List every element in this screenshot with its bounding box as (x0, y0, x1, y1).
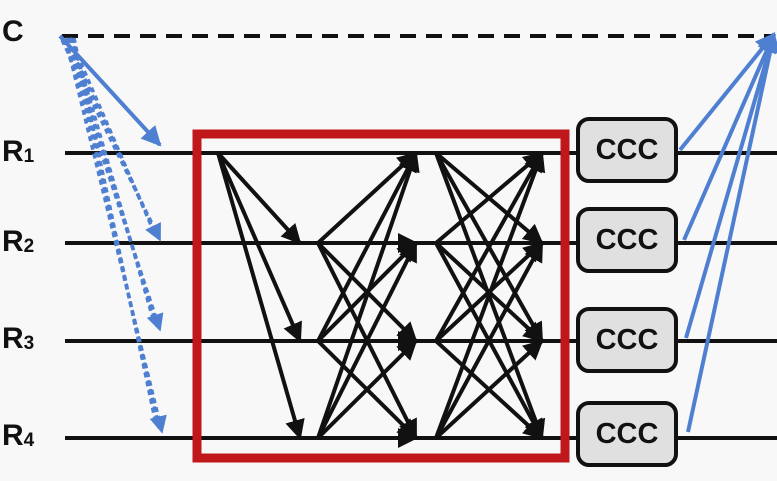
arrow-stage2-r4-to-r2 (316, 241, 418, 439)
arrow-stage1-r1-to-r4 (216, 152, 305, 440)
arrow-stage2-r4-to-r1 (316, 151, 420, 439)
arrow-stage3-r4-to-r1 (434, 151, 546, 439)
signal-arrows (58, 32, 777, 434)
network-arrows (216, 151, 546, 448)
arrow-stage3-r4-to-r3 (434, 339, 544, 440)
arrow-stage2-r4-to-r3 (316, 339, 418, 440)
signal-c-to-r3-dotted-3 (70, 37, 156, 323)
arrow-stage3-r4-to-r2 (434, 241, 544, 439)
signal-c-to-r2-dotted-2 (64, 37, 159, 237)
arrow-stage3-r3-to-r1 (434, 151, 544, 342)
ccc-block-4: CCC (576, 401, 678, 467)
arrow-stage1-r1-to-r3 (216, 152, 302, 343)
signal-c-to-r4-dotted-3 (72, 37, 158, 425)
ccc-block-2: CCC (576, 207, 678, 273)
label-r2: R2 (2, 225, 35, 258)
signal-c-to-r1 (58, 34, 162, 147)
arrow-stage2-r3-to-r1 (316, 151, 418, 342)
network-frame (192, 129, 570, 463)
label-r1: R1 (2, 135, 35, 168)
label-c: C (2, 15, 24, 48)
arrow-stage1-r1-to-r2 (216, 151, 302, 245)
ccc-block-3: CCC (576, 307, 678, 373)
ccc-block-1: CCC (576, 117, 678, 183)
signal-ccc3-to-c (684, 32, 777, 339)
label-r4: R4 (2, 419, 35, 452)
signal-ccc4-to-c (686, 32, 777, 433)
arrow-stage3-r2-to-r1 (434, 151, 544, 245)
signal-ccc2-to-c (682, 32, 776, 241)
label-r3: R3 (2, 322, 35, 355)
